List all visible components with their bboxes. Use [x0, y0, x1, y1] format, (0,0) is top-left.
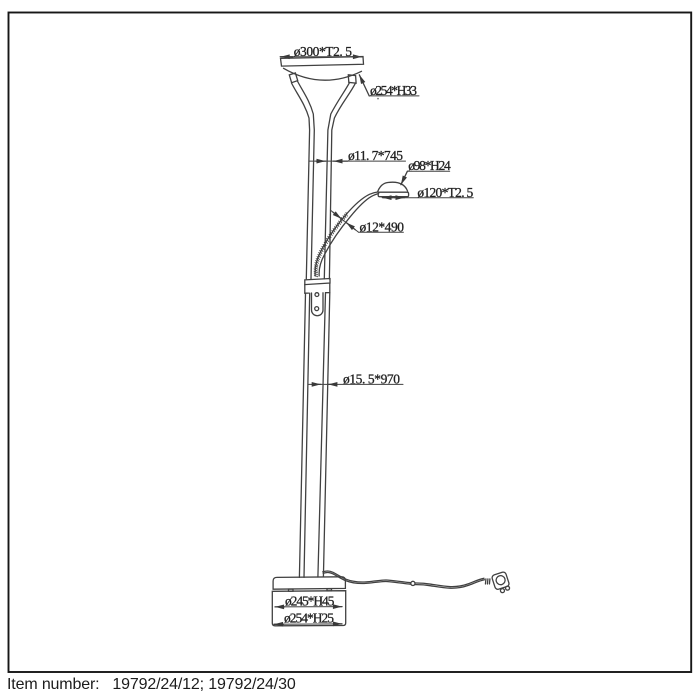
svg-text:ø254*H33: ø254*H33 [370, 83, 417, 98]
svg-text:ø254*H25: ø254*H25 [284, 611, 334, 626]
svg-text:ø98*H24: ø98*H24 [408, 158, 451, 173]
svg-text:ø300*T2. 5: ø300*T2. 5 [294, 44, 353, 59]
svg-text:ø120*T2. 5: ø120*T2. 5 [417, 185, 473, 200]
svg-text:ø245*H45: ø245*H45 [285, 593, 335, 608]
svg-text:ø12*490: ø12*490 [360, 219, 405, 234]
svg-text:ø11. 7*745: ø11. 7*745 [348, 148, 403, 163]
svg-text:ø15. 5*970: ø15. 5*970 [343, 372, 400, 387]
